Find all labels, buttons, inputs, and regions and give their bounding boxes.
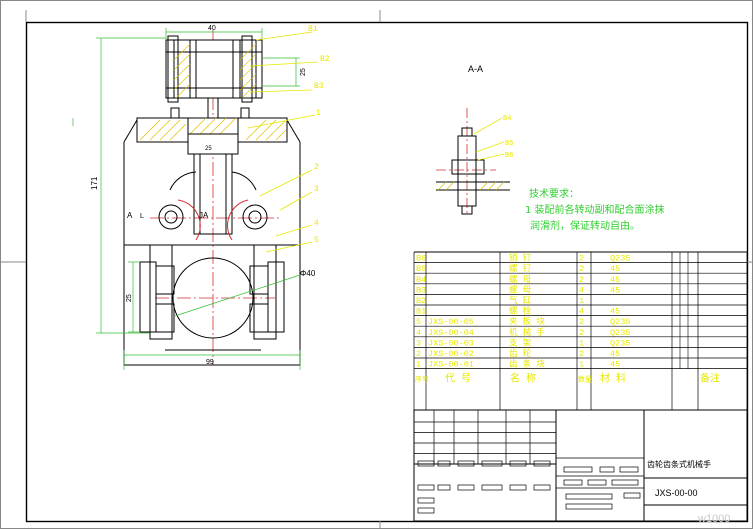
bom-cell-code: JXS-00-01 [428,360,474,370]
title-block-grid [414,410,644,521]
bom-cell-qty: 2 [579,275,584,285]
balloon-1: 1 [316,109,321,118]
bom-cell-material: Q235 [610,338,630,348]
bom-cell-material: Q235 [610,317,630,327]
bom-cell-qty: 2 [579,264,584,274]
bom-cell-qty: 4 [579,285,584,295]
balloon-5: 5 [314,236,319,245]
bom-cell-no: B5 [416,264,426,274]
bom-cell-material: Q235 [610,328,630,338]
bom-cell-name: 螺 母 [509,274,531,285]
dim-height-right: 25 [300,68,307,76]
title-block: 齿轮齿条式机械手 JXS-00-00 [413,409,748,522]
dim-diameter: Φ40 [300,269,316,278]
requirements-line-2: 润滑剂，保证转动自由。 [530,219,640,232]
balloon-b1: B1 [308,25,318,34]
technical-requirements: 技术要求： 1 装配前各转动副和配合面涂抹 润滑剂，保证转动自由。 [525,187,665,232]
bom-cell-name: 夹 板 块 [509,316,545,327]
balloon-b3: B3 [314,82,324,91]
bom-cell-name: 支 架 [509,337,532,348]
bom-header-note: 备注 [700,372,720,386]
balloon-b4: B4 [503,115,511,123]
lower-frame [123,244,301,366]
dim-overall-height: 171 [90,176,99,190]
bom-cell-no: 3 [416,338,421,348]
bom-cell-qty: 2 [579,328,584,338]
bom-cell-name: 螺 栓 [509,306,532,317]
requirements-title: 技术要求： [529,187,579,200]
balloon-3: 3 [314,185,319,194]
dim-top-width: 40 [208,25,216,32]
drawing-title: 齿轮齿条式机械手 [647,459,711,469]
bom-cell-no: B4 [416,275,426,285]
bom-cell-no: 4 [416,328,421,338]
dim-height-left: 25 [126,294,133,302]
balloon-b2: B2 [320,55,330,64]
drawing-number: JXS-00-00 [655,488,698,498]
bom-cell-code: JXS-00-03 [428,338,474,348]
gears [158,171,268,241]
bom-header-qty: 数量 [578,375,592,385]
bom-cell-name: 螺 母 [509,284,531,295]
bom-cell-code: JXS-00-04 [428,328,474,338]
leader-lines [247,31,319,253]
bom-cell-name: 螺 钉 [509,263,532,274]
bom-cell-material: 45 [610,275,620,285]
bom-header-material: 材 料 [600,372,626,386]
bom-cell-no: B2 [416,296,426,306]
bom-cell-qty: 1 [579,360,584,370]
bom-cell-material: 45 [610,360,620,370]
balloon-4: 4 [314,219,319,228]
bom-cell-name: 齿 轮 [509,348,532,359]
balloon-b5: B5 [505,140,513,148]
balloon-2: 2 [314,163,319,172]
label-ja: JA [199,211,209,220]
bom-header-name: 名 称 [510,372,536,386]
bom-cell-qty: 2 [579,349,584,359]
bom-cell-material: Q235 [610,254,630,264]
top-plate [136,117,288,155]
bom-cell-code: JXS-00-05 [428,317,474,327]
dim-bottom-width: 99 [206,359,214,366]
cylinder-hatch [173,43,257,99]
main-view: B1 B2 B3 1 2 3 4 5 40 99 171 25 25 Φ40 2… [72,25,330,370]
section-label: A-A [468,64,483,74]
bom-cell-material: 45 [610,307,620,317]
balloon-b6: B6 [505,152,513,160]
bom-cell-qty: 4 [579,307,584,317]
bom-cell-no: 2 [416,349,421,359]
bom-header-code: 代 号 [445,373,471,386]
bom-cell-no: B3 [416,285,426,295]
bom-cell-qty: 2 [579,317,584,327]
section-view: A-A B4 B5 B6 [436,64,513,216]
dim-mid: 25 [205,146,212,152]
bom-cell-qty: 2 [579,254,584,264]
bom-cell-material: 45 [610,264,620,274]
bom-cell-name: 销 钉 [509,253,532,264]
cylinder [165,35,263,103]
bom-header-no: 序号 [415,375,429,385]
bom-cell-no: B1 [416,307,426,317]
bom-cell-no: 1 [416,360,421,370]
dimension-lines [72,28,301,370]
bom-cell-name: 机 械 手 [509,327,545,338]
bom-cell-name: 气 缸 [509,295,532,306]
label-l: L [140,213,144,220]
bom-cell-qty: 1 [579,338,584,348]
bom-cell-name: 齿 条 块 [509,359,545,370]
bom-cell-material: 45 [610,285,620,295]
watermark: w1000 [697,513,730,525]
bom-cell-code: JXS-00-02 [428,349,474,359]
requirements-line-1: 1 装配前各转动副和配合面涂抹 [525,203,665,216]
bom-cell-qty: 1 [579,296,584,306]
bom-cell-no: 5 [416,317,421,327]
bom-cell-material: 45 [610,349,620,359]
label-a: A [127,211,133,220]
bom-cell-no: B6 [416,254,426,264]
